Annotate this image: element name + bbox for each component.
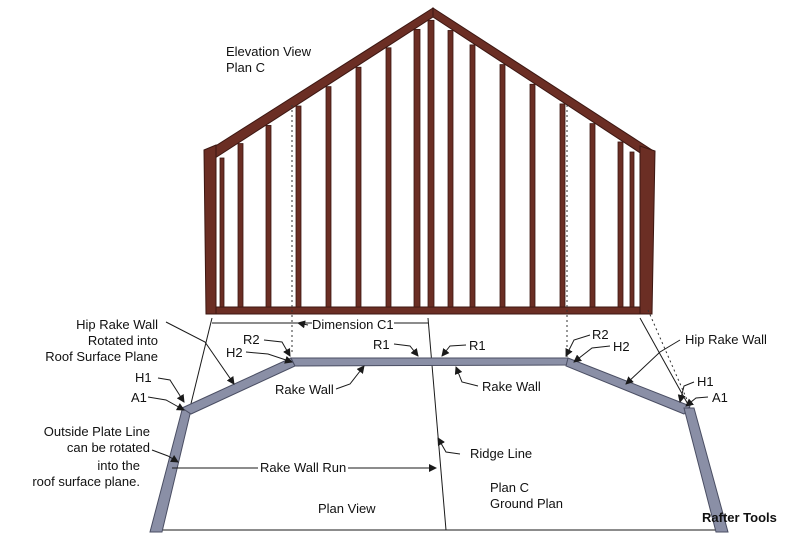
wall-stud [427, 19, 435, 308]
r2-right-label: R2 [592, 327, 609, 342]
outside-plate-line-2: can be rotated [66, 440, 150, 455]
h1-right-label: H1 [697, 374, 714, 389]
plan-view-label: Plan View [318, 501, 376, 516]
wall-stud [237, 143, 244, 308]
leader-dimension-c1 [297, 320, 309, 329]
dimension-c1-label: Dimension C1 [312, 317, 394, 332]
wall-stud [559, 103, 566, 308]
bottom-plate [209, 306, 651, 315]
leader-r1-right [441, 344, 467, 357]
ridge-line-label: Ridge Line [470, 446, 533, 461]
wall-stud [499, 64, 506, 308]
h1-left-label: H1 [135, 370, 152, 385]
h2-right-label: H2 [613, 339, 630, 354]
rake-wall-run-label: Rake Wall Run [258, 460, 349, 475]
ridge-line [427, 317, 447, 531]
wall-stud [589, 123, 596, 308]
plan-c-bottom-label: Plan C [490, 480, 530, 495]
leader-ridge-line [437, 437, 461, 455]
leader-h2-right [573, 345, 611, 363]
leader-h1-right [677, 381, 695, 403]
r2-left-label: R2 [243, 332, 260, 347]
r1-left-label: R1 [373, 337, 390, 352]
leader-r1-left [393, 343, 419, 357]
leader-r2-left [263, 339, 291, 357]
leader-outside-plate-line [151, 449, 179, 463]
projection-line-right [639, 317, 691, 409]
outside-plate-line-1: Outside Plate Line [43, 424, 150, 439]
leader-hip-rake-left [165, 321, 235, 385]
rake-wall-right-label: Rake Wall [482, 379, 541, 394]
leader-hip-rake-right [625, 339, 681, 385]
hip-rake-wall-left-line1: Hip Rake Wall [76, 317, 158, 332]
wall-stud [325, 86, 332, 308]
elevation-wall-frame [203, 7, 656, 315]
a1-right-label: A1 [712, 390, 728, 405]
top-plate-right [432, 7, 653, 159]
wall-stud [413, 28, 421, 308]
wall-stud [265, 125, 272, 308]
outside-plate-line-4: roof surface plane. [32, 474, 140, 489]
leader-h1-left [157, 377, 185, 403]
plate-hip-rake-right [565, 357, 691, 415]
hip-rake-wall-right-label: Hip Rake Wall [685, 332, 767, 347]
plate-rake-wall [290, 357, 569, 367]
plate-left-vertical [149, 409, 192, 533]
wall-stud [529, 83, 536, 308]
hip-rake-wall-left-line2: Rotated into [87, 333, 158, 348]
rafter-tools-brand: Rafter Tools [702, 510, 777, 525]
leader-a1-left [147, 396, 185, 411]
elevation-plan-c: Plan C [226, 60, 266, 75]
outside-plate-line-3: into the [97, 458, 140, 473]
leader-r2-right [565, 334, 591, 357]
elevation-view-title: Elevation View [226, 44, 312, 59]
wall-studs [219, 19, 635, 308]
rake-wall-left-label: Rake Wall [275, 382, 334, 397]
wall-stud [355, 66, 362, 308]
wall-stud [219, 157, 225, 308]
wall-stud [385, 47, 392, 308]
hip-rake-wall-left-line3: Roof Surface Plane [45, 349, 158, 364]
wall-stud [629, 151, 635, 308]
ground-plan-label: Ground Plan [490, 496, 563, 511]
outside-plate-line [149, 357, 729, 533]
dotted-projection-lines [291, 105, 689, 403]
leader-rake-wall-right [454, 366, 479, 387]
end-post-right [639, 145, 656, 315]
leader-rake-wall-left [335, 365, 365, 390]
end-post-left [203, 144, 217, 315]
top-plate-left [205, 7, 434, 161]
r1-right-label: R1 [469, 338, 486, 353]
plate-right-vertical [683, 407, 729, 533]
leader-a1-right [685, 396, 709, 407]
a1-left-label: A1 [131, 390, 147, 405]
wall-stud [469, 44, 476, 308]
wall-stud [447, 30, 454, 308]
h2-left-label: H2 [226, 345, 243, 360]
leader-h2-left [245, 351, 293, 364]
wall-stud [617, 141, 624, 308]
wall-stud [295, 105, 302, 308]
